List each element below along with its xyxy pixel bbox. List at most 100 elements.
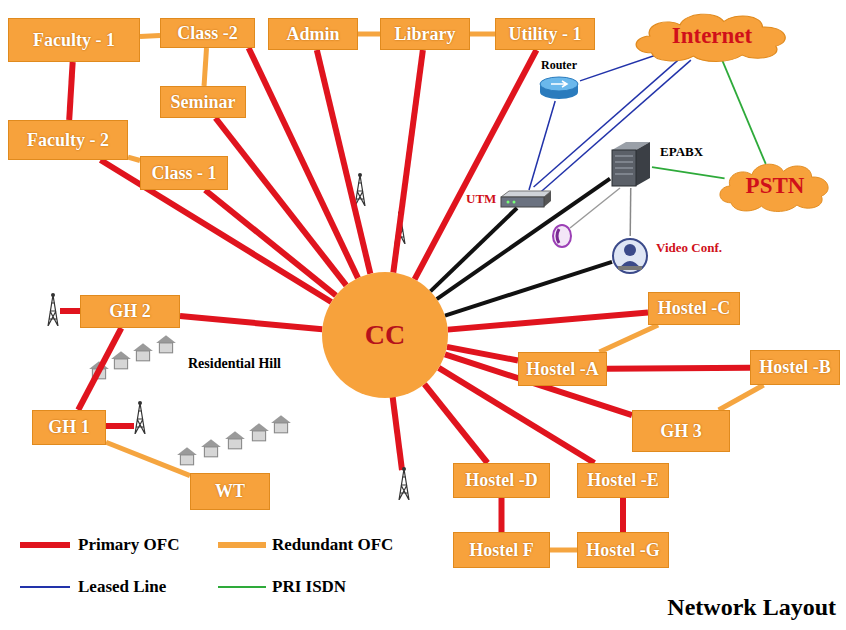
node-label: Seminar bbox=[171, 92, 236, 113]
cable-line bbox=[499, 498, 505, 532]
building-box: Seminar bbox=[160, 86, 246, 118]
cable-line bbox=[393, 50, 423, 273]
cable-line bbox=[140, 35, 160, 36]
network-cloud: Internet bbox=[628, 8, 796, 64]
router-icon bbox=[538, 75, 580, 101]
building-box: GH 1 bbox=[32, 410, 106, 445]
cable-line bbox=[317, 50, 371, 274]
cable-line bbox=[215, 118, 346, 285]
building-box: Hostel -E bbox=[577, 463, 669, 498]
cable-line bbox=[599, 325, 658, 352]
tower-stub bbox=[104, 423, 134, 429]
house-icon bbox=[249, 423, 269, 441]
cable-line bbox=[719, 385, 764, 410]
building-box: GH 3 bbox=[632, 410, 730, 452]
network-cloud: PSTN bbox=[714, 158, 836, 214]
building-box: Hostel -A bbox=[518, 352, 607, 386]
network-device: EPABX bbox=[610, 140, 703, 188]
device-label: Router bbox=[541, 58, 577, 73]
device-icon bbox=[500, 190, 552, 208]
house-icon bbox=[156, 335, 176, 353]
node-label: PSTN bbox=[746, 173, 805, 199]
device-label: Video Conf. bbox=[656, 240, 722, 256]
node-label: Faculty - 2 bbox=[27, 130, 109, 151]
building-box: Class - 1 bbox=[140, 156, 228, 190]
device-icon bbox=[610, 140, 652, 188]
cable-line bbox=[204, 48, 206, 86]
building-box: Faculty - 1 bbox=[8, 18, 140, 62]
cable-line bbox=[415, 50, 537, 279]
drawing-part bbox=[507, 201, 510, 204]
cable-line bbox=[540, 60, 691, 193]
node-label: CC bbox=[365, 319, 405, 351]
legend-label: Primary OFC bbox=[78, 535, 180, 555]
epabx-icon bbox=[610, 140, 652, 188]
antenna-tower bbox=[48, 293, 58, 326]
node-label: Hostel -A bbox=[526, 359, 598, 380]
node-label: Hostel F bbox=[469, 540, 534, 561]
device-label: UTM bbox=[466, 191, 496, 207]
building-box: GH 2 bbox=[80, 295, 180, 328]
antenna-tower bbox=[135, 401, 145, 434]
cable-line bbox=[529, 101, 555, 190]
network-device: Router bbox=[538, 58, 580, 101]
drawing-part bbox=[624, 244, 636, 256]
drawing-part bbox=[636, 14, 785, 61]
drawing-part bbox=[613, 239, 647, 273]
phone-icon bbox=[553, 225, 571, 247]
house-icon bbox=[177, 447, 197, 465]
house-icon bbox=[111, 351, 131, 369]
drawing-part bbox=[618, 266, 642, 270]
legend-label: Leased Line bbox=[78, 577, 166, 597]
node-label: Internet bbox=[672, 23, 752, 49]
cable-line bbox=[69, 62, 72, 120]
legend-sample bbox=[218, 542, 266, 548]
node-label: GH 1 bbox=[48, 417, 90, 438]
drawing-part bbox=[544, 191, 551, 207]
core-circle: CC bbox=[322, 272, 448, 398]
drawing-part bbox=[501, 191, 551, 197]
device-label: EPABX bbox=[660, 144, 703, 160]
node-label: Faculty - 1 bbox=[33, 30, 115, 51]
drawing-part bbox=[551, 81, 567, 87]
antenna-tower bbox=[399, 467, 409, 500]
drawing-part bbox=[513, 201, 516, 204]
drawing-part bbox=[501, 197, 544, 207]
building-box: Utility - 1 bbox=[495, 18, 595, 50]
node-label: Hostel -C bbox=[658, 298, 730, 319]
building-box: Hostel -C bbox=[648, 292, 740, 325]
diagram-caption: Network Layout bbox=[667, 594, 836, 621]
cable-line bbox=[607, 365, 750, 372]
node-label: WT bbox=[215, 481, 245, 502]
device-icon bbox=[538, 75, 580, 101]
node-label: Class - 1 bbox=[151, 163, 216, 184]
cable-line bbox=[629, 188, 631, 236]
node-label: Hostel -E bbox=[587, 470, 659, 491]
drawing-part bbox=[540, 77, 578, 91]
drawing-part bbox=[619, 261, 641, 269]
legend-sample bbox=[218, 586, 266, 588]
tower-stub bbox=[60, 308, 82, 314]
cable-line bbox=[550, 548, 577, 553]
node-label: GH 2 bbox=[109, 301, 151, 322]
building-box: Hostel F bbox=[453, 532, 550, 568]
cable-line bbox=[430, 208, 517, 291]
area-label: Residential Hill bbox=[188, 356, 281, 372]
node-label: Utility - 1 bbox=[509, 24, 582, 45]
cable-line bbox=[580, 53, 663, 81]
house-icon bbox=[133, 343, 153, 361]
phone-handset bbox=[557, 229, 559, 243]
legend-label: PRI ISDN bbox=[272, 577, 346, 597]
utm-device bbox=[500, 190, 552, 208]
tower-stub bbox=[392, 392, 402, 470]
cable-line bbox=[358, 32, 380, 37]
building-box: Hostel -G bbox=[577, 532, 669, 568]
node-label: GH 3 bbox=[660, 421, 702, 442]
node-label: Admin bbox=[286, 24, 339, 45]
cable-line bbox=[721, 58, 765, 164]
video-conf-icon bbox=[612, 236, 648, 276]
building-box: Hostel -D bbox=[453, 463, 550, 498]
network-device: Video Conf. bbox=[612, 236, 722, 276]
drawing-part bbox=[636, 142, 650, 186]
